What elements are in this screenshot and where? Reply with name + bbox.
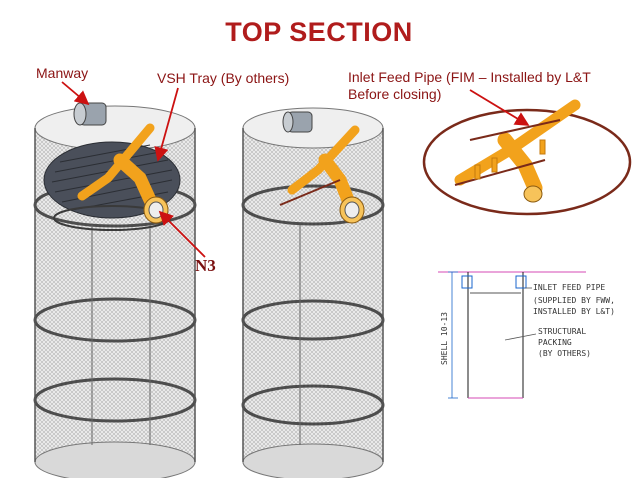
inlet-pipe-assembly	[422, 99, 632, 216]
page-title: TOP SECTION	[225, 17, 413, 47]
vsh-tray-label: VSH Tray (By others)	[157, 70, 290, 86]
middle-vessel	[241, 107, 385, 478]
manway-arrow	[61, 81, 90, 106]
n3-arrow	[158, 210, 206, 258]
drawing-structural-line3: (BY OTHERS)	[538, 349, 591, 358]
inlet-pipe-arrow	[469, 89, 530, 126]
middle-inlet-pipe	[279, 125, 365, 224]
middle-vessel-shell	[242, 127, 384, 464]
shell-dimension-label: SHELL 10-13	[440, 312, 449, 365]
inlet-feed-pipe-label-line2: Before closing)	[348, 86, 442, 102]
vsh-tray-arrow	[154, 87, 179, 162]
callout-arrows	[61, 81, 530, 258]
drawing-inlet-feed-pipe-label: INLET FEED PIPE	[533, 283, 605, 292]
assembly-ring	[422, 108, 632, 216]
left-vessel-bottom	[34, 441, 196, 478]
left-inlet-pipe	[77, 123, 169, 224]
drawing-supplied-line2: INSTALLED BY L&T)	[533, 307, 615, 316]
n3-nozzle-label: N3	[195, 256, 216, 275]
middle-vessel-bottom	[242, 443, 384, 478]
drawing-supplied-line1: (SUPPLIED BY FWW,	[533, 296, 615, 305]
middle-vessel-top-rim	[242, 107, 384, 149]
manway-nozzle	[73, 102, 107, 126]
drawing-structural-line1: STRUCTURAL	[538, 327, 586, 336]
manway-label: Manway	[36, 65, 89, 81]
drawing-structural-line2: PACKING	[538, 338, 572, 347]
middle-manway-nozzle	[282, 111, 313, 133]
left-vessel	[33, 102, 197, 478]
elevation-drawing: SHELL 10-13 INLET FEED PIPE (SUPPLIED BY…	[438, 271, 615, 399]
inlet-feed-pipe-label-line1: Inlet Feed Pipe (FIM – Installed by L&T	[348, 69, 591, 85]
